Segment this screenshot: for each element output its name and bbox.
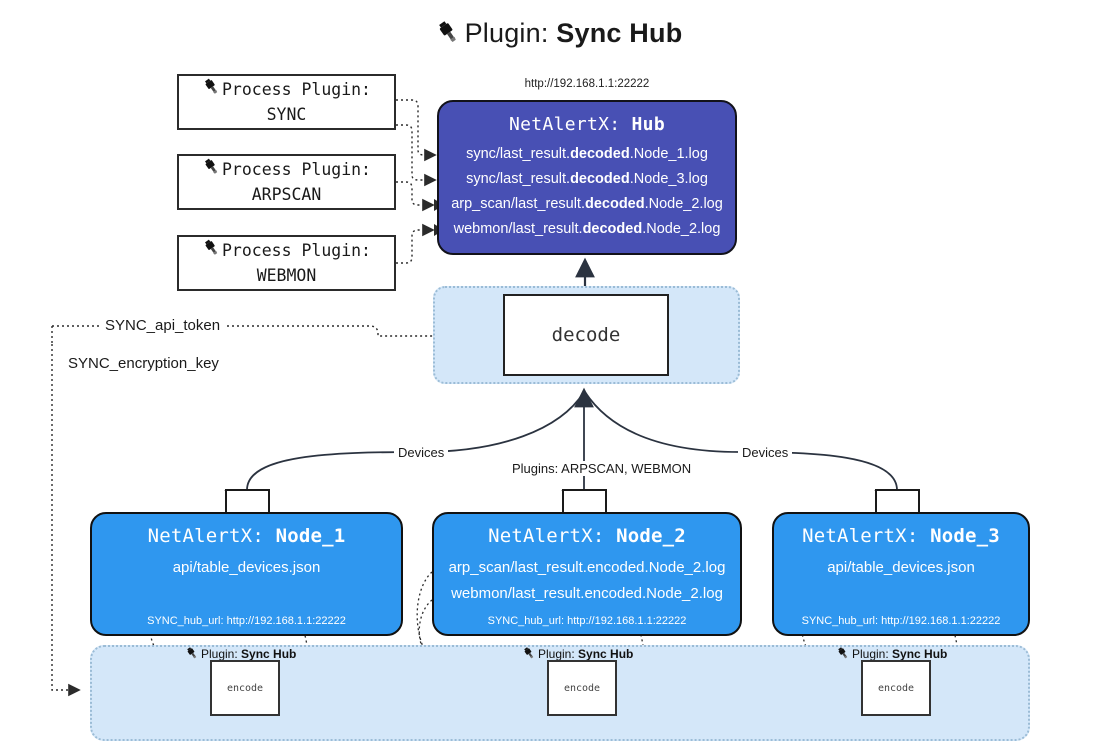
node-line-list: api/table_devices.json <box>92 555 401 581</box>
node-title-prefix: NetAlertX: <box>147 525 276 547</box>
encoder-label-name: Sync Hub <box>241 647 297 661</box>
encoder-label-prefix: Plugin: <box>201 647 242 661</box>
process-plugin-name: WEBMON <box>256 266 317 285</box>
hub-log-line: webmon/last_result.decoded.Node_2.log <box>439 217 735 242</box>
page-title: Plugin: Sync Hub <box>0 18 1117 52</box>
hub-log-pre: webmon/last_result. <box>453 221 583 237</box>
process-plugin-label: Process Plugin: <box>221 80 371 100</box>
hub-log-mid: decoded <box>570 146 630 162</box>
hub-log-mid: decoded <box>570 171 630 187</box>
encode-box-1[interactable]: encode <box>210 660 280 716</box>
hub-log-line: sync/last_result.decoded.Node_3.log <box>439 167 735 192</box>
hub-log-pre: sync/last_result. <box>466 171 571 187</box>
encoder-label-2: Plugin: Sync Hub <box>522 646 633 663</box>
plug-icon <box>435 19 461 52</box>
hub-title: NetAlertX: Hub <box>439 114 735 135</box>
hub-log-post: .Node_1.log <box>629 146 708 162</box>
node-line: webmon/last_result.encoded.Node_2.log <box>451 585 723 602</box>
node-title: NetAlertX: Node_3 <box>774 525 1028 547</box>
process-plugin-name: ARPSCAN <box>251 185 322 204</box>
node-hub-url: SYNC_hub_url: http://192.168.1.1:22222 <box>487 615 687 627</box>
process-plugin-label: Process Plugin: <box>221 241 371 261</box>
encoder-label-3: Plugin: Sync Hub <box>836 646 947 663</box>
process-plugin-name: SYNC <box>266 105 307 124</box>
hub-log-pre: arp_scan/last_result. <box>451 196 585 212</box>
edge-label-plugins-center: Plugins: ARPSCAN, WEBMON <box>508 461 696 476</box>
node-line-list: api/table_devices.json <box>774 555 1028 581</box>
sync-encryption-key-label: SYNC_encryption_key <box>63 355 224 372</box>
sync-api-token-label: SYNC_api_token <box>100 317 226 334</box>
hub-node[interactable]: NetAlertX: Hub sync/last_result.decoded.… <box>437 100 737 255</box>
plug-icon <box>522 646 536 663</box>
encoder-label-prefix: Plugin: <box>538 647 579 661</box>
hub-log-pre: sync/last_result. <box>466 146 571 162</box>
edge-label-devices-right: Devices <box>738 445 793 460</box>
node-line-list: arp_scan/last_result.encoded.Node_2.log … <box>434 555 740 607</box>
plug-icon <box>185 646 199 663</box>
encode-box-2[interactable]: encode <box>547 660 617 716</box>
node-line: api/table_devices.json <box>172 559 321 576</box>
hub-log-line: arp_scan/last_result.decoded.Node_2.log <box>439 192 735 217</box>
node-title-prefix: NetAlertX: <box>802 525 931 547</box>
node-hub-url: SYNC_hub_url: http://192.168.1.1:22222 <box>147 615 346 627</box>
process-plugin-arpscan[interactable]: Process Plugin: ARPSCAN <box>177 154 396 210</box>
plug-icon <box>836 646 850 663</box>
encoder-label-name: Sync Hub <box>578 647 634 661</box>
hub-log-post: .Node_2.log <box>642 221 721 237</box>
decode-box[interactable]: decode <box>503 294 669 376</box>
plug-icon <box>202 77 221 103</box>
node-title-prefix: NetAlertX: <box>488 525 617 547</box>
node-title: NetAlertX: Node_1 <box>92 525 401 547</box>
node-hub-url: SYNC_hub_url: http://192.168.1.1:22222 <box>801 615 1001 627</box>
node-title-name: Node_1 <box>275 525 346 547</box>
hub-url: http://192.168.1.1:22222 <box>524 78 650 90</box>
hub-log-post: .Node_3.log <box>629 171 708 187</box>
plug-icon <box>202 157 221 183</box>
encoder-label-1: Plugin: Sync Hub <box>185 646 296 663</box>
hub-title-prefix: NetAlertX: <box>509 114 632 135</box>
hub-title-name: Hub <box>631 114 665 135</box>
hub-log-line: sync/last_result.decoded.Node_1.log <box>439 142 735 167</box>
node-title: NetAlertX: Node_2 <box>434 525 740 547</box>
node-line: api/table_devices.json <box>827 559 975 576</box>
encoder-label-name: Sync Hub <box>892 647 948 661</box>
hub-log-mid: decoded <box>582 221 643 237</box>
encoder-label-prefix: Plugin: <box>852 647 893 661</box>
node-2[interactable]: NetAlertX: Node_2 arp_scan/last_result.e… <box>432 512 742 636</box>
hub-log-list: sync/last_result.decoded.Node_1.log sync… <box>439 142 735 242</box>
node-title-name: Node_3 <box>930 525 1000 547</box>
node-title-name: Node_2 <box>616 525 686 547</box>
process-plugin-sync[interactable]: Process Plugin: SYNC <box>177 74 396 130</box>
page-title-name: Sync Hub <box>556 18 683 48</box>
process-plugin-webmon[interactable]: Process Plugin: WEBMON <box>177 235 396 291</box>
page-title-prefix: Plugin: <box>464 18 557 48</box>
process-plugin-label: Process Plugin: <box>221 160 371 180</box>
edge-label-devices-left: Devices <box>394 445 449 460</box>
encode-box-3[interactable]: encode <box>861 660 931 716</box>
node-line: arp_scan/last_result.encoded.Node_2.log <box>448 559 726 576</box>
hub-log-post: .Node_2.log <box>644 196 723 212</box>
hub-log-mid: decoded <box>584 196 645 212</box>
node-1[interactable]: NetAlertX: Node_1 api/table_devices.json… <box>90 512 403 636</box>
plug-icon <box>202 238 221 264</box>
node-3[interactable]: NetAlertX: Node_3 api/table_devices.json… <box>772 512 1030 636</box>
